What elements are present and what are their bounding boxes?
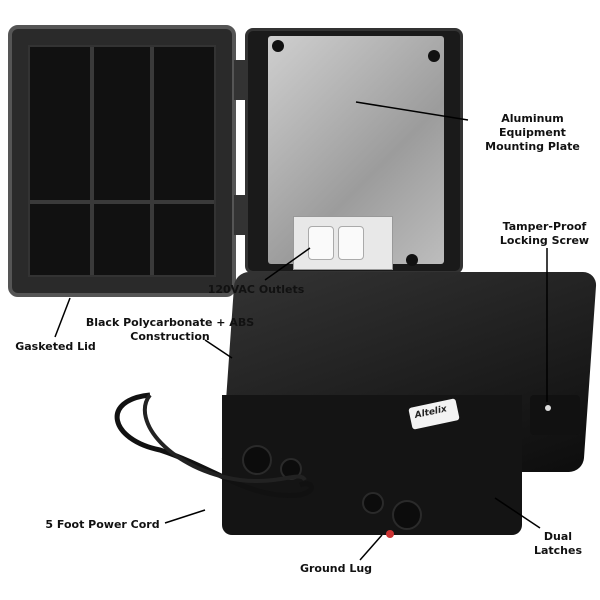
- knockout: [242, 445, 272, 475]
- knockout: [362, 492, 384, 514]
- outlet-receptacle: [338, 226, 364, 260]
- label-ground-lug: Ground Lug: [299, 562, 373, 575]
- knockout: [392, 500, 422, 530]
- locking-screw: [545, 405, 551, 411]
- latch: [530, 395, 580, 435]
- label-line: Tamper-Proof: [502, 220, 587, 233]
- label-line: Construction: [130, 330, 210, 343]
- power-cord: [142, 393, 307, 483]
- pointer-line: [494, 497, 541, 529]
- label-line: Locking Screw: [499, 234, 590, 247]
- bolt-icon: [406, 254, 418, 266]
- ground-lug: [386, 530, 394, 538]
- label-power-cord: 5 Foot Power Cord: [45, 518, 160, 531]
- pointer-line: [359, 534, 383, 561]
- pointer-line: [54, 297, 71, 338]
- label-dual-latches: Dual Latches: [533, 530, 583, 557]
- pointer-line: [264, 247, 311, 281]
- lid-rib: [30, 200, 214, 204]
- label-gasketed-lid: Gasketed Lid: [15, 340, 96, 353]
- label-line: Mounting Plate: [485, 140, 580, 153]
- outlet-receptacle: [308, 226, 334, 260]
- lid-rib: [90, 47, 94, 275]
- pointer-line: [355, 101, 469, 121]
- lid-interior: [28, 45, 216, 277]
- bolt-icon: [428, 50, 440, 62]
- pointer-line: [164, 509, 206, 524]
- bolt-icon: [272, 40, 284, 52]
- hinge: [234, 60, 246, 100]
- label-outlets: 120VAC Outlets: [207, 283, 305, 296]
- label-line: Black Polycarbonate + ABS: [85, 316, 255, 329]
- hinge: [234, 195, 246, 235]
- pointer-line: [204, 339, 233, 359]
- lid-rib: [150, 47, 154, 275]
- label-line: Aluminum Equipment: [499, 112, 566, 139]
